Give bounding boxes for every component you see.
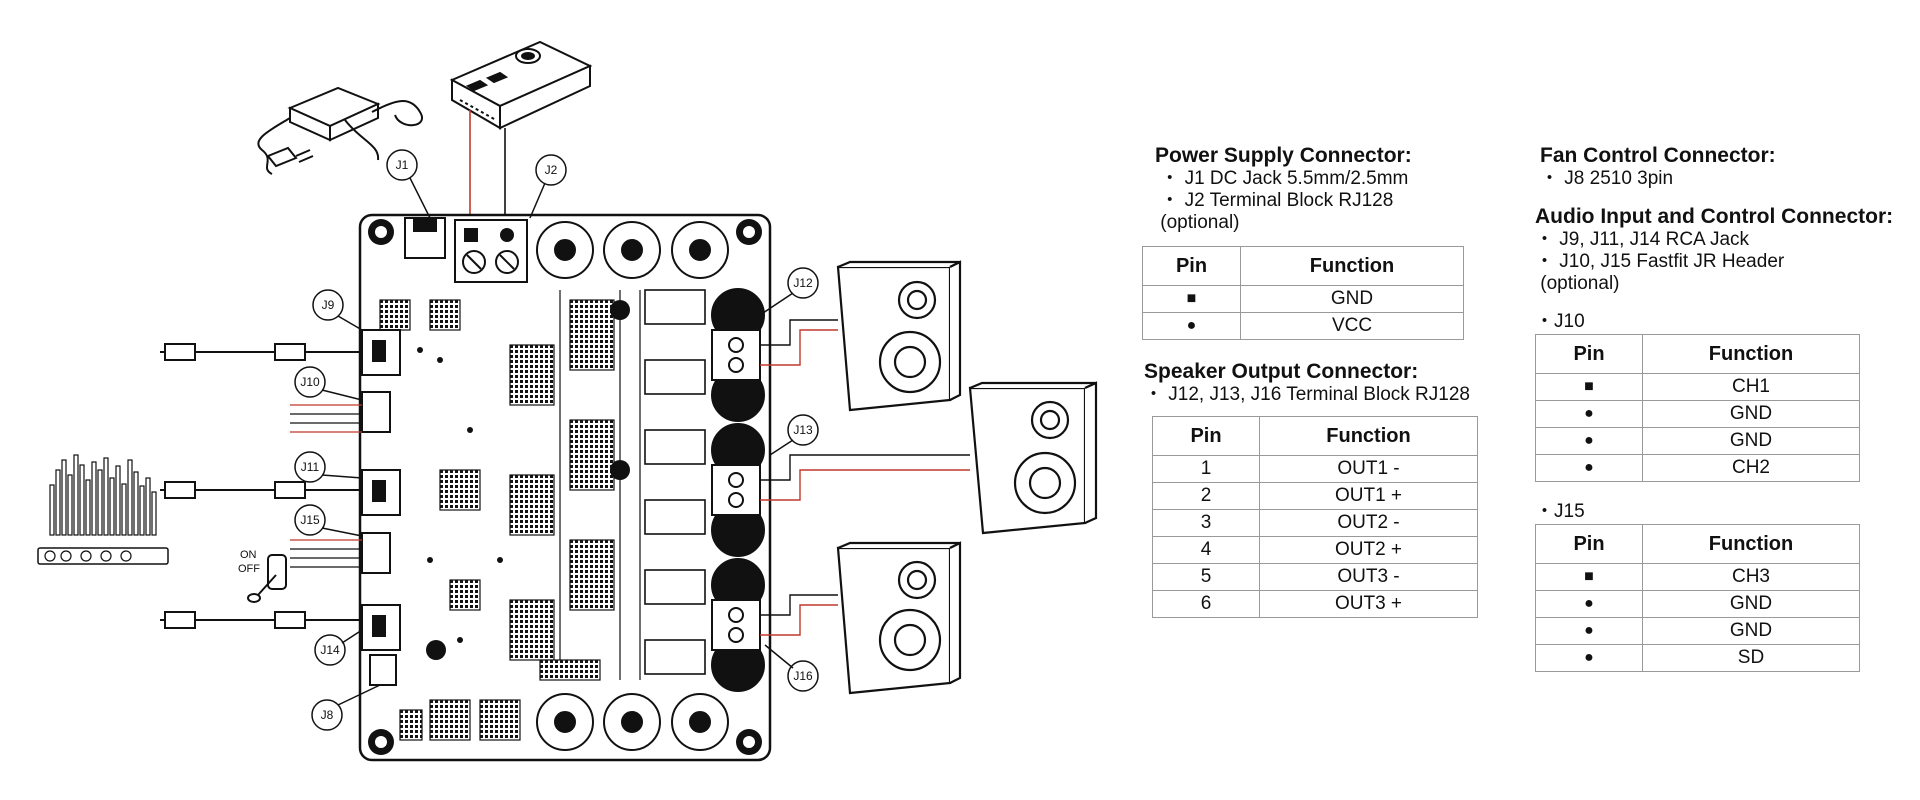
speaker-item: ・ J12, J13, J16 Terminal Block RJ128	[1144, 384, 1470, 405]
fan-title: Fan Control Connector:	[1540, 144, 1776, 167]
power-supply-section: Power Supply Connector: ・ J1 DC Jack 5.5…	[1155, 144, 1412, 234]
speaker-title: Speaker Output Connector:	[1144, 360, 1419, 383]
function-header: Function	[1259, 416, 1478, 456]
audio-section: Audio Input and Control Connector: ・ J9,…	[1535, 205, 1893, 295]
j2-callout: J2	[545, 163, 558, 177]
switch-off-label: OFF	[238, 563, 260, 575]
function-cell: GND	[1642, 617, 1860, 645]
j9-callout: J9	[322, 298, 335, 312]
j13-callout: J13	[793, 423, 813, 437]
pin-cell: ■	[1535, 563, 1643, 591]
power-adapter-icon	[257, 86, 423, 175]
power-item-j2: ・ J2 Terminal Block RJ128	[1155, 190, 1394, 211]
function-cell: OUT3 +	[1259, 590, 1478, 618]
function-header: Function	[1642, 334, 1860, 374]
function-cell: GND	[1642, 400, 1860, 428]
j10-table-label: ・J10	[1535, 311, 1585, 332]
pin-cell: ●	[1535, 454, 1643, 482]
power-item-j1: ・ J1 DC Jack 5.5mm/2.5mm	[1155, 168, 1409, 189]
speaker-icon	[836, 260, 962, 412]
j12-callout: J12	[793, 276, 813, 290]
audio-note: (optional)	[1540, 273, 1620, 294]
function-cell: CH2	[1642, 454, 1860, 482]
pin-cell: 6	[1152, 590, 1260, 618]
j10-callout: J10	[300, 375, 320, 389]
j1-callout: J1	[396, 158, 409, 172]
function-cell: OUT1 +	[1259, 482, 1478, 510]
function-cell: VCC	[1240, 312, 1464, 340]
audio-item-header: ・ J10, J15 Fastfit JR Header	[1535, 251, 1785, 272]
function-header: Function	[1642, 524, 1860, 564]
j14-callout: J14	[320, 643, 340, 657]
pin-cell: ●	[1535, 400, 1643, 428]
pin-header: Pin	[1142, 246, 1241, 286]
fan-item: ・ J8 2510 3pin	[1540, 168, 1674, 189]
function-cell: OUT1 -	[1259, 455, 1478, 483]
j8-callout: J8	[321, 708, 334, 722]
pin-cell: ●	[1535, 590, 1643, 618]
speaker-icon	[836, 541, 962, 695]
pin-cell: ●	[1535, 427, 1643, 455]
function-cell: GND	[1642, 590, 1860, 618]
function-cell: OUT3 -	[1259, 563, 1478, 591]
amplifier-board	[358, 213, 772, 762]
pin-cell: ●	[1535, 617, 1643, 645]
pin-cell: 1	[1152, 455, 1260, 483]
pin-cell: ●	[1535, 644, 1643, 672]
pin-cell: 3	[1152, 509, 1260, 537]
speaker-icon	[968, 381, 1098, 535]
function-cell: OUT2 +	[1259, 536, 1478, 564]
function-header: Function	[1240, 246, 1464, 286]
function-cell: SD	[1642, 644, 1860, 672]
j15-callout: J15	[300, 513, 320, 527]
j15-table-label: ・J15	[1535, 501, 1585, 522]
rca-cable-icon	[160, 481, 362, 499]
pin-cell: ●	[1142, 312, 1241, 340]
audio-item-rca: ・ J9, J11, J14 RCA Jack	[1535, 229, 1750, 250]
pin-cell: ■	[1142, 285, 1241, 313]
function-cell: CH1	[1642, 373, 1860, 401]
fan-section: Fan Control Connector: ・ J8 2510 3pin	[1540, 144, 1776, 190]
wiring-diagram: ON OFF	[37, 40, 1098, 762]
pin-cell: 2	[1152, 482, 1260, 510]
pin-header: Pin	[1152, 416, 1260, 456]
function-cell: OUT2 -	[1259, 509, 1478, 537]
j16-callout: J16	[793, 669, 813, 683]
pin-cell: 5	[1152, 563, 1260, 591]
rca-cable-icon	[160, 343, 362, 361]
pin-cell: 4	[1152, 536, 1260, 564]
function-cell: GND	[1642, 427, 1860, 455]
audio-title: Audio Input and Control Connector:	[1535, 205, 1894, 228]
power-supply-title: Power Supply Connector:	[1155, 144, 1412, 167]
audio-source-icon	[37, 454, 169, 565]
speaker-section: Speaker Output Connector: ・ J12, J13, J1…	[1144, 360, 1470, 406]
power-note: (optional)	[1160, 212, 1240, 233]
pin-cell: ■	[1535, 373, 1643, 401]
j11-callout: J11	[301, 460, 320, 474]
enclosed-psu-icon	[449, 40, 593, 130]
pin-header: Pin	[1535, 334, 1643, 374]
pin-header: Pin	[1535, 524, 1643, 564]
function-cell: GND	[1240, 285, 1464, 313]
function-cell: CH3	[1642, 563, 1860, 591]
on-off-switch-icon	[247, 554, 287, 603]
rca-cable-icon	[160, 611, 362, 629]
switch-on-label: ON	[240, 549, 257, 561]
